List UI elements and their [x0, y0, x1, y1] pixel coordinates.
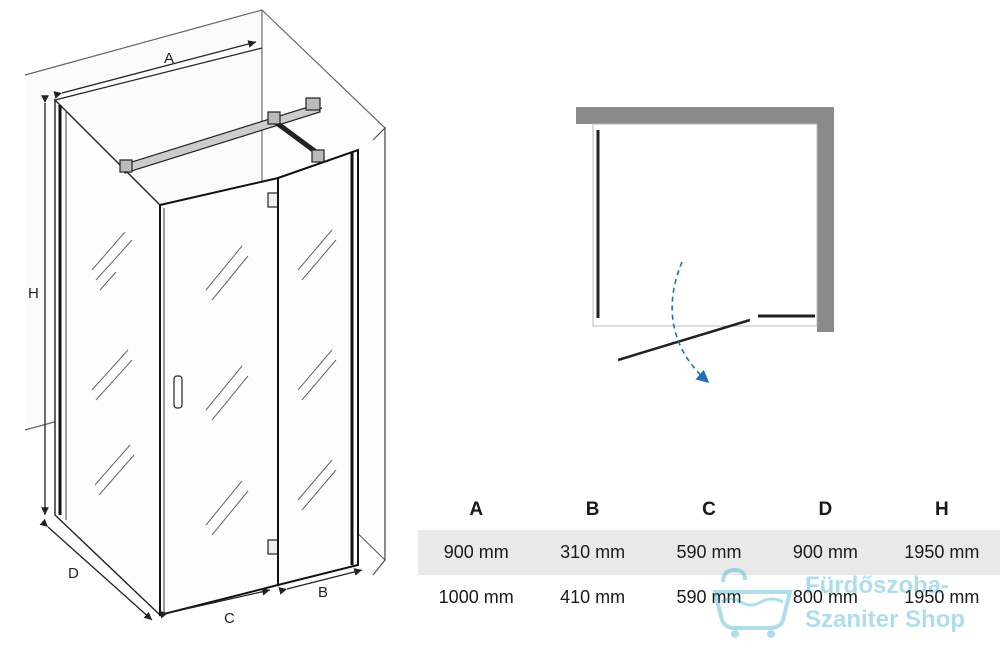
cell-a: 900 mm [443, 542, 509, 562]
cell-c: 590 mm [676, 542, 742, 562]
watermark-logo: Fürdőszoba- Szaniter Shop [705, 562, 995, 640]
table-header: A B C D H [418, 490, 1000, 530]
dimension-c-line [159, 587, 271, 619]
table-row: 900 mm 310 mm 590 mm 900 mm 1950 mm [418, 530, 1000, 575]
dimension-b-line [278, 568, 363, 595]
cell-b: 410 mm [560, 587, 626, 607]
fixed-panel [277, 148, 359, 587]
plan-door-open [617, 318, 751, 362]
glass-reflections [91, 229, 337, 536]
door-swing-arrow [671, 261, 710, 384]
header-c: C [702, 499, 716, 520]
label-d: D [68, 565, 79, 582]
cell-d: 900 mm [792, 542, 858, 562]
dimension-lines [39, 40, 363, 621]
plan-wall-right [817, 107, 834, 332]
header-b: B [585, 499, 600, 520]
header-d: D [818, 499, 833, 520]
plan-wall-top [576, 107, 834, 124]
cell-h: 1950 mm [904, 542, 980, 562]
header-a: A [469, 499, 484, 520]
support-bar [119, 97, 325, 174]
label-h: H [28, 285, 39, 302]
cell-a: 1000 mm [438, 587, 514, 607]
dimension-a-line [53, 40, 257, 99]
cell-c: 590 mm [676, 587, 742, 607]
cell-d: 800 mm [792, 587, 858, 607]
label-b: B [318, 584, 328, 601]
bathtub-icon [712, 567, 793, 638]
plan-floor [592, 123, 818, 327]
side-panel [54, 98, 161, 617]
cell-h: 1950 mm [904, 587, 980, 607]
label-c: C [224, 610, 235, 627]
table-row: 1000 mm 410 mm 590 mm 800 mm 1950 mm [418, 575, 1000, 620]
watermark-line1: Fürdőszoba- [805, 572, 949, 599]
label-a: A [164, 50, 174, 67]
dimension-table: A B C D H 900 mm 310 mm 590 mm 900 mm 19… [418, 490, 1000, 620]
dimension-d-line [39, 518, 153, 621]
door-handle [173, 375, 183, 409]
cell-b: 310 mm [560, 542, 626, 562]
header-h: H [934, 499, 949, 520]
top-view-plan [576, 107, 834, 384]
watermark-line2: Szaniter Shop [805, 606, 966, 633]
perspective-view [24, 9, 386, 617]
front-door [159, 176, 287, 617]
